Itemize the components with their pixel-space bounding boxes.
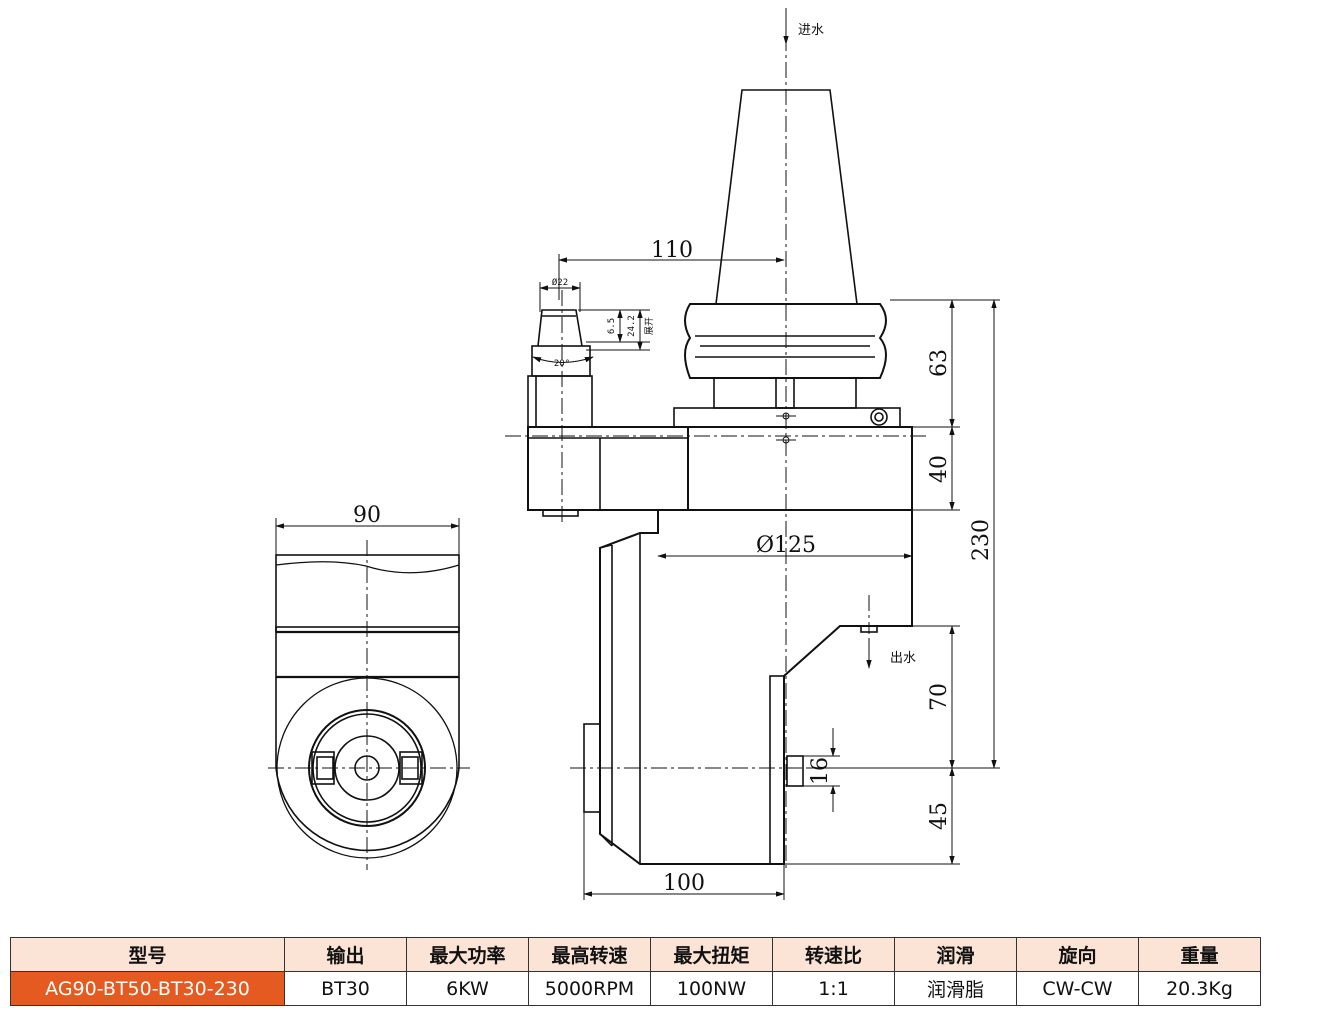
dim-45: 45	[927, 802, 952, 830]
header-lubrication: 润滑	[894, 937, 1017, 972]
dim-22: Ø22	[552, 277, 568, 288]
dim-24-2: 24.2	[627, 315, 637, 337]
dim-230: 230	[969, 519, 994, 561]
dimension-text: 进水 出水 110 90 Ø125 63 40 230 70 45 16 100…	[353, 23, 994, 896]
cell-lubrication: 润滑脂	[894, 971, 1017, 1006]
cell-weight: 20.3Kg	[1138, 971, 1261, 1006]
header-max-speed: 最高转速	[528, 937, 651, 972]
cell-ratio: 1:1	[772, 971, 895, 1006]
main-view	[527, 89, 913, 865]
cell-output: BT30	[284, 971, 407, 1006]
dim-70: 70	[927, 683, 952, 711]
cell-max-torque: 100NW	[650, 971, 773, 1006]
dim-open: 展开	[644, 317, 655, 335]
dim-6-5: 6.5	[607, 318, 617, 334]
header-model: 型号	[10, 937, 285, 972]
dim-90: 90	[353, 503, 381, 528]
cell-rotation: CW-CW	[1016, 971, 1139, 1006]
header-ratio: 转速比	[772, 937, 895, 972]
dim-100: 100	[663, 871, 705, 896]
table-header-row: 型号 输出 最大功率 最高转速 最大扭矩 转速比 润滑 旋向 重量	[10, 937, 1261, 972]
technical-drawing: 进水 出水 110 90 Ø125 63 40 230 70 45 16 100…	[268, 8, 1000, 900]
header-rotation: 旋向	[1016, 937, 1139, 972]
header-max-torque: 最大扭矩	[650, 937, 773, 972]
dim-63: 63	[927, 349, 952, 377]
cell-max-speed: 5000RPM	[528, 971, 651, 1006]
dimension-lines	[275, 14, 1000, 900]
dim-110: 110	[651, 238, 693, 263]
header-weight: 重量	[1138, 937, 1261, 972]
dim-20deg: 20°	[554, 359, 570, 369]
water-out-label: 出水	[890, 651, 916, 666]
cell-model: AG90-BT50-BT30-230	[10, 971, 285, 1006]
dim-16: 16	[808, 757, 833, 785]
water-in-label: 进水	[798, 23, 824, 38]
table-row: AG90-BT50-BT30-230 BT30 6KW 5000RPM 100N…	[10, 971, 1261, 1006]
spec-table: 型号 输出 最大功率 最高转速 最大扭矩 转速比 润滑 旋向 重量 AG90-B…	[10, 937, 1261, 1006]
dim-40: 40	[927, 455, 952, 483]
cell-max-power: 6KW	[406, 971, 529, 1006]
dim-125: Ø125	[756, 533, 816, 558]
header-output: 输出	[284, 937, 407, 972]
header-max-power: 最大功率	[406, 937, 529, 972]
centerlines	[268, 8, 930, 870]
